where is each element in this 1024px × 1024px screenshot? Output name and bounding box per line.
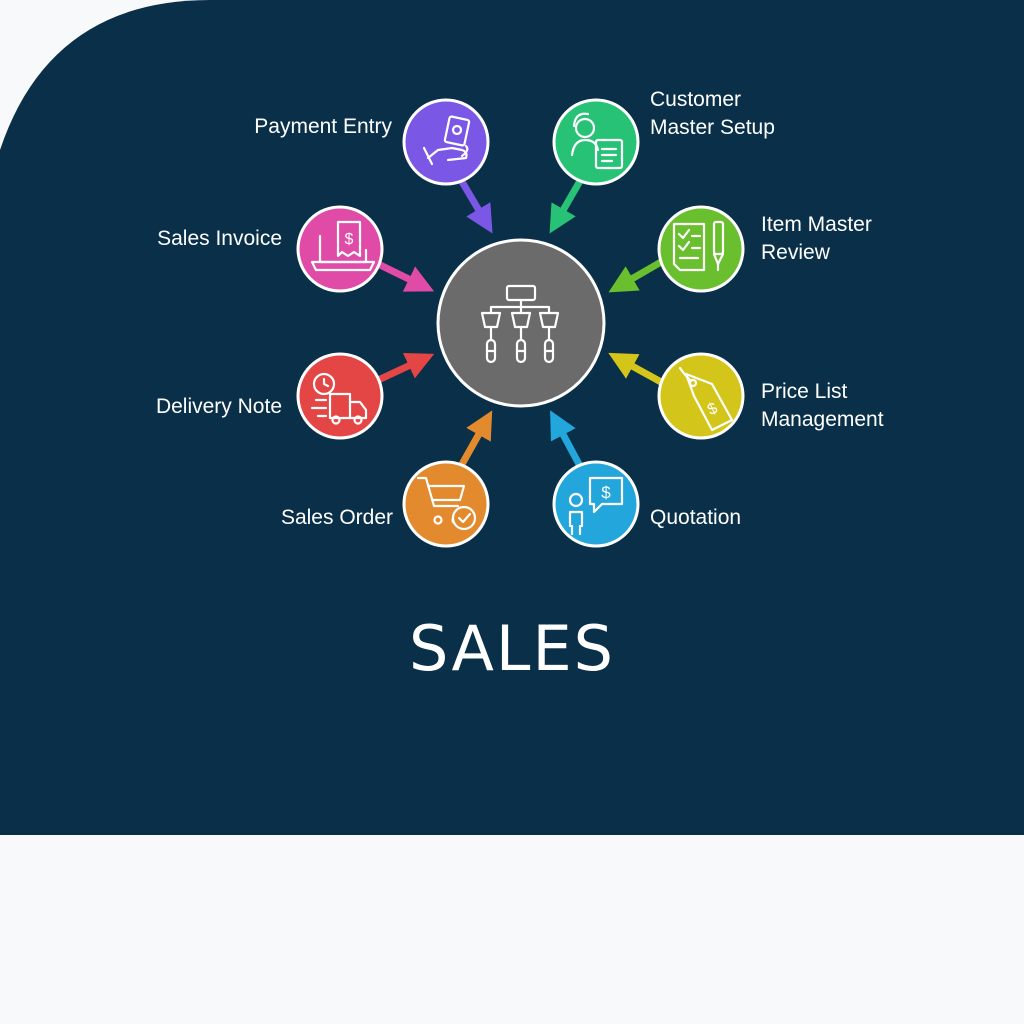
svg-text:$: $ (345, 231, 354, 248)
arrow-price-list-management (608, 352, 663, 386)
price-list-management-line1: Price List (761, 380, 848, 403)
label-item-master-review: Item Master Review (761, 211, 872, 267)
label-customer-master-setup: Customer Master Setup (650, 86, 775, 142)
node-item-master-review (657, 205, 745, 293)
delivery-note-text: Delivery Note (155, 395, 282, 418)
arrow-payment-entry (457, 178, 493, 234)
item-master-review-line2: Review (761, 241, 830, 264)
label-sales-invoice: Sales Invoice (100, 225, 282, 253)
arrow-customer-master-setup (549, 179, 584, 234)
hand-cash-icon (422, 115, 471, 166)
sales-order-text: Sales Order (280, 506, 393, 529)
arrow-sales-order (457, 410, 493, 468)
label-quotation: Quotation (650, 504, 741, 532)
svg-text:$: $ (601, 483, 611, 502)
label-payment-entry: Payment Entry (190, 113, 392, 141)
node-sales-order (402, 460, 490, 548)
node-delivery-note (296, 352, 384, 440)
cart-check-icon (416, 476, 477, 531)
item-master-review-line1: Item Master (761, 213, 872, 236)
quotation-text: Quotation (650, 506, 742, 529)
page-title: SALES (409, 612, 615, 685)
payment-entry-text: Payment Entry (254, 115, 392, 138)
arrow-quotation (550, 410, 584, 468)
customer-document-icon (570, 112, 624, 170)
arrow-item-master-review (608, 258, 663, 293)
arrow-delivery-note (372, 353, 435, 386)
arrows (372, 178, 663, 468)
customer-master-setup-line1: Customer (650, 88, 742, 111)
arrow-sales-invoice (372, 258, 435, 292)
hub-node (436, 238, 606, 408)
invoice-laptop-icon: $ (310, 220, 376, 272)
sales-invoice-text: Sales Invoice (157, 227, 282, 250)
person-quote-icon: $ (568, 476, 624, 536)
label-delivery-note: Delivery Note (100, 393, 282, 421)
node-price-list-management (657, 352, 745, 440)
checklist-pen-icon (672, 220, 725, 272)
node-sales-invoice (296, 205, 384, 293)
delivery-truck-icon (310, 372, 368, 425)
label-sales-order: Sales Order (190, 504, 393, 532)
customer-master-setup-line2: Master Setup (650, 116, 775, 139)
price-list-management-line2: Management (761, 408, 884, 431)
hierarchy-icon (480, 284, 560, 364)
node-quotation (552, 460, 640, 548)
label-price-list-management: Price List Management (761, 378, 884, 434)
